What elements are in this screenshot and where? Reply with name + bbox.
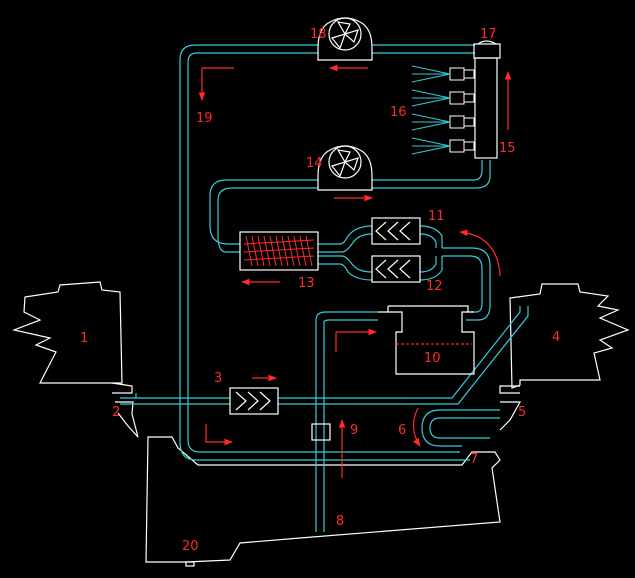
label-11: 11 [428,209,445,224]
label-6: 6 [398,423,406,438]
filter-12 [371,255,421,283]
flow-arrows [198,64,512,478]
label-12: 12 [426,279,443,294]
label-16: 16 [390,105,407,120]
component-4-housing [499,283,630,431]
component-1-housing [11,281,139,438]
label-13: 13 [298,276,315,291]
bottom-tank [145,436,501,567]
label-9: 9 [350,423,358,438]
labels: 1 2 3 4 5 6 7 8 9 10 11 12 13 14 15 16 1… [80,27,560,554]
label-3: 3 [214,371,222,386]
spray-nozzle-icon [411,89,475,107]
filter-3 [229,387,279,415]
label-4: 4 [552,330,560,345]
label-7: 7 [470,452,478,467]
valve-junction [311,423,331,441]
label-20: 20 [182,539,199,554]
label-17: 17 [480,27,497,42]
cooler-13 [239,231,319,271]
spray-nozzle-icon [411,113,475,131]
tank-10 [378,305,475,375]
label-8: 8 [336,514,344,529]
manifold-15 [473,40,501,159]
injector-group [411,65,475,155]
fan-icon [317,17,373,61]
label-18: 18 [310,27,327,42]
label-19: 19 [196,111,213,126]
label-10: 10 [424,351,441,366]
pipe-network [120,44,529,532]
label-14: 14 [306,156,323,171]
spray-nozzle-icon [411,137,475,155]
filter-11 [371,217,421,245]
label-5: 5 [518,405,526,420]
spray-nozzle-icon [411,65,475,83]
fan-icon [317,145,373,191]
label-2: 2 [112,405,120,420]
label-1: 1 [80,331,88,346]
label-15: 15 [499,141,516,156]
